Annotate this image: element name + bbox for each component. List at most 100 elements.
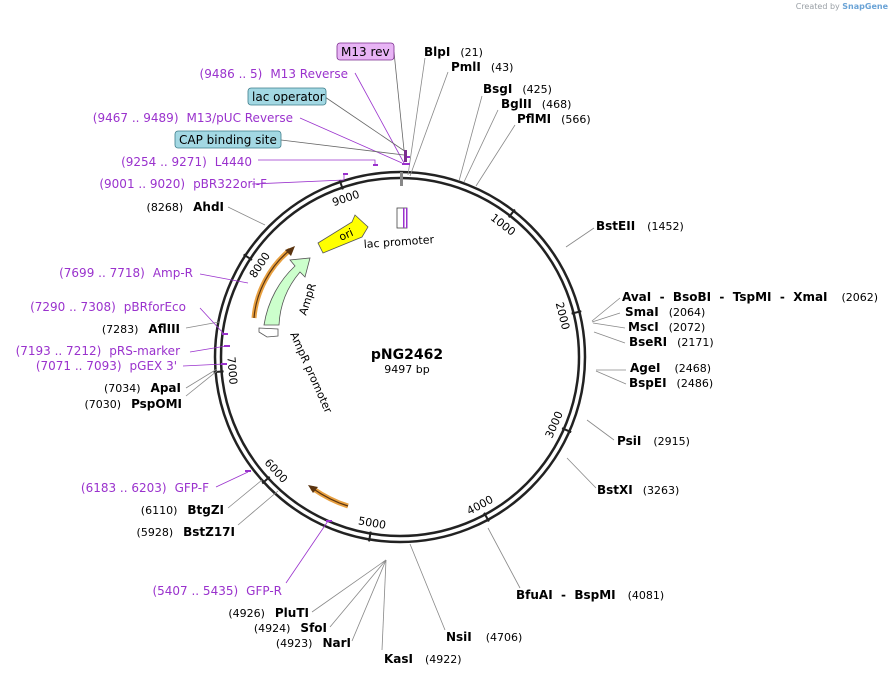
leader-kasi [381,559,387,651]
site-nari[interactable]: (4923)NarI [276,636,351,650]
site-kasi[interactable]: KasI(4922) [384,652,462,666]
site-bstz17i[interactable]: (5928)BstZ17I [137,525,235,539]
primer-pbr322ori-f[interactable]: (9001 .. 9020)pBR322ori-F [99,177,267,191]
tick-1000 [507,208,516,218]
ori-label: ori [337,226,355,244]
leader-nari [351,559,387,642]
site-btgzi[interactable]: (6110)BtgZI [141,503,224,517]
leader-btgzi [227,479,263,509]
site-blpi[interactable]: BlpI(21) [424,45,483,59]
primer-m13-reverse[interactable]: (9486 .. 5)M13 Reverse [200,67,348,81]
cap-binding-site-box[interactable] [174,130,282,149]
primer-l4440[interactable]: (9254 .. 9271)L4440 [121,155,252,169]
site-apai[interactable]: (7034)ApaI [104,381,181,395]
primer-marks [221,156,410,522]
ampr-promoter-feature[interactable] [258,327,279,338]
leader-l4440 [258,159,376,165]
site-pspomi[interactable]: (7030)PspOMI [84,397,182,411]
pbr322-mark [343,173,348,175]
leader-pbr322ori-f [251,173,345,185]
site-bfuai-group[interactable]: BfuAI - BspMI(4081) [516,588,664,602]
site-pflmi[interactable]: PflMI(566) [517,112,591,126]
feature-arcs: ori AmpR AmpR promoter lac promoter [258,207,435,416]
site-pmli[interactable]: PmlI(43) [451,60,513,74]
tick-label-3000: 3000 [543,409,566,440]
m13-rev-text: M13 rev [341,45,390,59]
top-feature-stack [404,150,407,162]
site-afliii[interactable]: (7283)AflIII [102,322,180,336]
ampr-feature[interactable] [263,257,311,326]
leader-pmli [409,71,449,177]
plasmid-length: 9497 bp [384,363,429,376]
leader-ahdi [227,206,266,226]
ori-feature[interactable] [317,214,369,254]
primer-pgex3[interactable]: (7071 .. 7093)pGEX 3' [36,359,177,373]
site-ahdi[interactable]: (8268)AhdI [147,200,224,214]
tick-4000 [483,512,490,523]
leader-m13-rev-box [393,51,405,151]
primer-labels: (9486 .. 5)M13 Reverse (9467 .. 9489)M13… [16,67,348,598]
restriction-sites-left: (4926)PluTI (4924)SfoI (4923)NarI (5928)… [84,200,351,650]
site-sfoi[interactable]: (4924)SfoI [254,621,327,635]
site-psii[interactable]: PsiI(2915) [617,434,690,448]
primer-prs-marker[interactable]: (7193 .. 7212)pRS-marker [16,344,180,358]
primer-leader-lines [182,72,405,584]
leader-gfp-r [285,520,329,584]
site-beseri[interactable]: BseRI(2171) [629,335,714,349]
leader-lac-operator-box [324,96,407,153]
m13-mark [406,208,408,228]
top-feature-stack-2 [400,172,403,186]
leader-m13-reverse [354,72,405,164]
plasmid-name: pNG2462 [371,347,443,363]
leader-prs-marker [189,345,227,353]
leader-bfuai [487,527,521,589]
primer-gfp-f[interactable]: (6183 .. 6203)GFP-F [81,481,209,495]
site-nsii[interactable]: NsiI(4706) [446,630,522,644]
tick-label-5000: 5000 [357,514,387,531]
direction-arrows [251,246,349,509]
boxed-labels: M13 rev lac operator CAP binding site [174,42,395,149]
site-bspei[interactable]: BspEI(2486) [629,376,713,390]
primer-m13-puc-reverse[interactable]: (9467 .. 9489)M13/pUC Reverse [93,111,293,125]
site-leader-lines [185,57,627,651]
site-agei[interactable]: AgeI(2468) [630,361,711,375]
leader-bstxi [566,457,597,489]
leader-xmai [591,297,621,322]
leader-psii [586,419,615,441]
site-bglii[interactable]: BglII(468) [501,97,571,111]
primer-gfp-r[interactable]: (5407 .. 5435)GFP-R [152,584,282,598]
leader-bspei [595,370,627,385]
site-smai[interactable]: SmaI(2064) [625,305,705,319]
pgex-mark [221,363,227,365]
leader-cap-box [280,139,405,156]
tick-3000 [561,427,572,434]
lac-operator-box[interactable] [247,87,327,106]
tick-5000 [368,531,372,542]
feature-leader-lines [280,51,407,156]
primer-amp-r[interactable]: (7699 .. 7718)Amp-R [59,266,193,280]
lac-promoter-feature[interactable] [396,207,408,229]
leader-smai [591,312,621,323]
tick-6000 [261,475,271,485]
site-bsteii[interactable]: BstEII(1452) [596,219,684,233]
leader-msci [592,322,626,329]
m13-rev-box[interactable] [336,42,395,61]
snapgene-credit: Created by SnapGene [796,2,888,11]
leader-pgex3 [182,363,225,367]
site-xmai-group[interactable]: AvaI - BsoBI - TspMI - XmaI(2062) [622,290,878,304]
tick-2000 [571,310,582,315]
amp-r-arrowhead [285,246,295,256]
amp-r-direction-line [253,249,291,319]
restriction-sites-right: BlpI(21) PmlI(43) BsgI(425) BglII(468) P… [384,45,878,666]
site-pluti[interactable]: (4926)PluTI [228,606,309,620]
site-bstxi[interactable]: BstXI(3263) [597,483,679,497]
gfp-direction-arc [310,485,349,509]
leader-beseri [593,331,626,344]
site-bsgi[interactable]: BsgI(425) [483,82,552,96]
site-msci[interactable]: MscI(2072) [628,320,705,334]
credit-brand: SnapGene [842,2,888,11]
m13-puc-mark [402,163,410,165]
lac-operator-text: lac operator [252,90,325,104]
lac-operator-mark [403,208,405,228]
primer-pbrforeco[interactable]: (7290 .. 7308)pBRforEco [30,300,186,314]
